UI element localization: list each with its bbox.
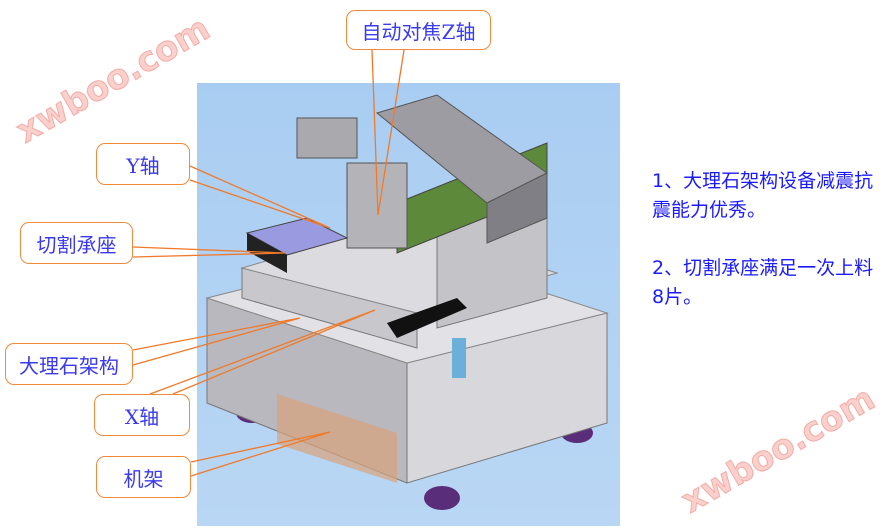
machine-render-panel <box>197 83 620 526</box>
leader-x-axis <box>149 309 376 395</box>
callout-cutting-base: 切割承座 <box>20 222 133 264</box>
leader-marble-frame <box>132 317 301 366</box>
leader-y-axis <box>189 165 331 229</box>
leader-z-axis <box>371 49 405 216</box>
note-marble-frame: 1、大理石架构设备减震抗震能力优秀。 <box>652 170 874 221</box>
callout-x-axis: X轴 <box>94 394 190 436</box>
callout-z-axis: 自动对焦Z轴 <box>346 10 491 50</box>
note-cutting-base: 2、切割承座满足一次上料8片。 <box>652 257 874 308</box>
callout-marble-frame: 大理石架构 <box>5 343 133 385</box>
callout-y-axis: Y轴 <box>96 143 190 185</box>
leader-machine-frame <box>190 431 331 477</box>
callout-machine-frame: 机架 <box>96 456 191 498</box>
machine-illustration <box>205 94 609 510</box>
leader-cutting-base <box>132 246 286 258</box>
